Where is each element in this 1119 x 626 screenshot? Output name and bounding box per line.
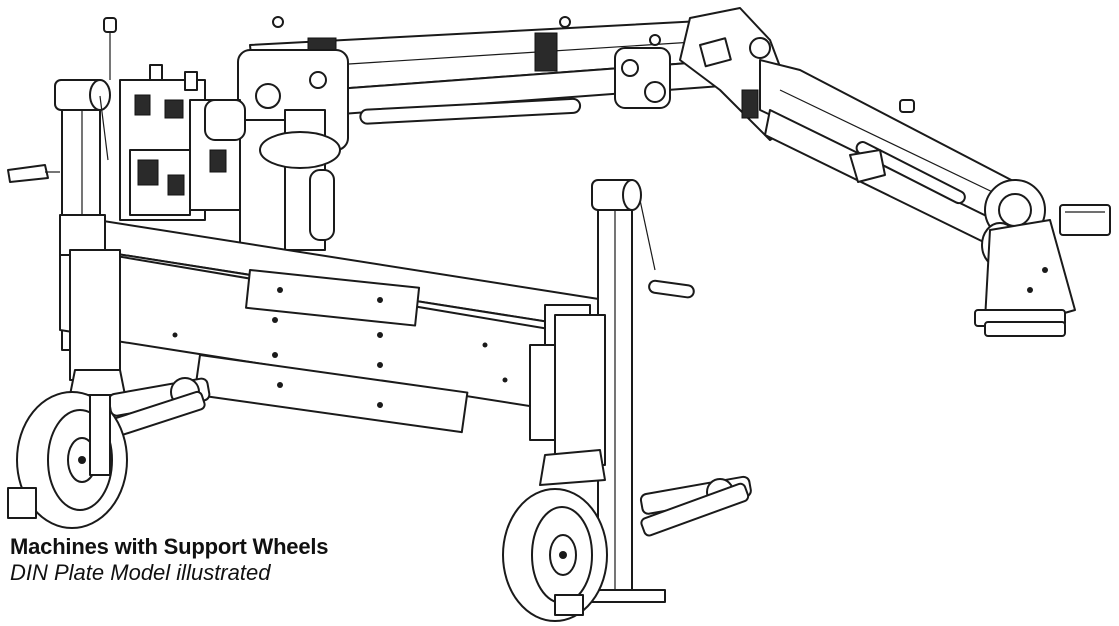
left-end-bracket <box>69 249 211 437</box>
left-support-wheel <box>7 391 128 529</box>
valve-block <box>103 17 241 221</box>
right-end-bracket <box>539 449 752 603</box>
rotator-head <box>974 179 1111 337</box>
lower-boom-arm <box>759 59 1041 251</box>
caption-title: Machines with Support Wheels <box>10 534 329 559</box>
right-support-wheel <box>502 488 608 622</box>
caption-subtitle: DIN Plate Model illustrated <box>10 559 271 585</box>
right-support-leg <box>529 179 695 591</box>
column-cylinder <box>204 99 341 251</box>
main-beam <box>59 214 606 434</box>
figure-caption: Machines with Support Wheels DIN Plate M… <box>10 534 329 586</box>
